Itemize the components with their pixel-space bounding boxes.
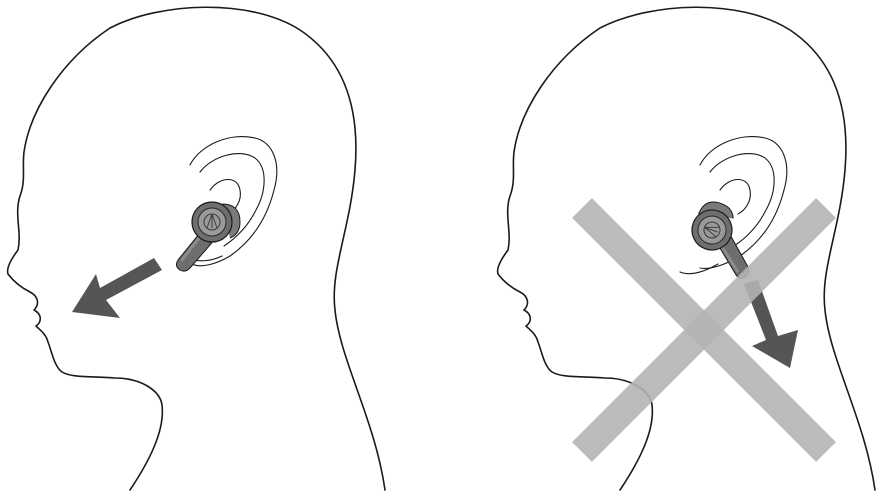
head-profile-icon [498, 7, 875, 490]
figure-correct-removal [8, 7, 385, 490]
figure-incorrect-removal [498, 7, 875, 490]
arrow-icon [72, 258, 162, 318]
